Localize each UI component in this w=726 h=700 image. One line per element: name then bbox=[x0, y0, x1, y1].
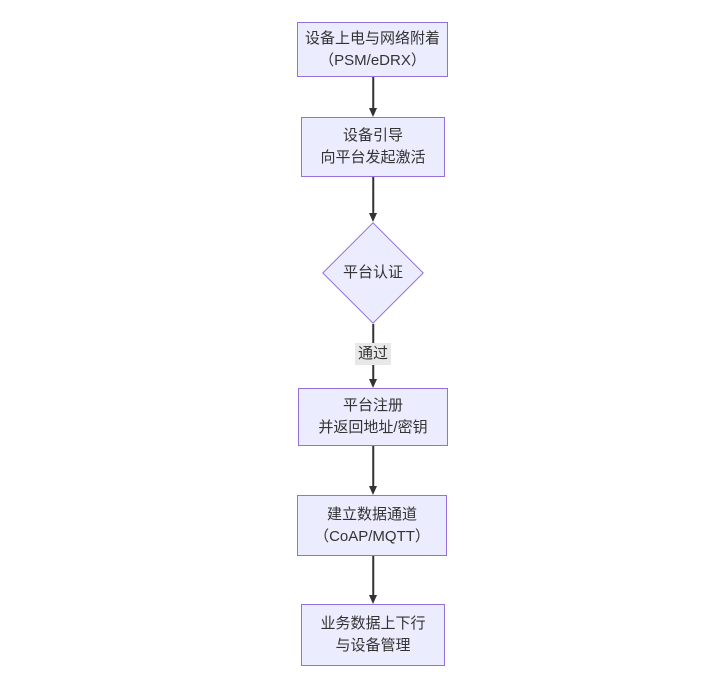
arrow-line bbox=[372, 177, 374, 214]
node-device-power-on: 设备上电与网络附着 （PSM/eDRX） bbox=[297, 22, 448, 77]
decision-platform-auth: 平台认证 bbox=[322, 222, 424, 324]
arrow-bootstrap-to-auth bbox=[368, 177, 378, 222]
arrowhead-icon bbox=[369, 486, 377, 495]
node-text-line: （CoAP/MQTT） bbox=[314, 527, 430, 545]
node-text-line: 平台注册 bbox=[342, 397, 403, 414]
arrowhead-icon bbox=[369, 595, 377, 604]
node-platform-register: 平台注册 并返回地址/密钥 bbox=[298, 388, 448, 446]
arrow-line bbox=[372, 556, 374, 596]
node-text-line: （PSM/eDRX） bbox=[319, 51, 426, 69]
arrow-line bbox=[372, 77, 374, 109]
arrowhead-icon bbox=[369, 108, 377, 117]
arrow-line bbox=[372, 446, 374, 487]
edge-label-pass: 通过 bbox=[354, 343, 392, 365]
node-text-line: 与设备管理 bbox=[335, 637, 411, 654]
node-text-line: 业务数据上下行 bbox=[320, 615, 426, 632]
arrow-power-to-bootstrap bbox=[368, 77, 378, 117]
node-business-data: 业务数据上下行 与设备管理 bbox=[301, 604, 445, 666]
node-device-bootstrap: 设备引导 向平台发起激活 bbox=[301, 117, 445, 177]
node-text-line: 平台认证 bbox=[342, 264, 403, 281]
arrowhead-icon bbox=[369, 379, 377, 388]
node-text-line: 建立数据通道 bbox=[326, 505, 417, 523]
node-text-line: 设备引导 bbox=[342, 127, 403, 144]
node-text-line: 向平台发起激活 bbox=[320, 149, 426, 166]
node-text-line: 设备上电与网络附着 bbox=[304, 29, 440, 47]
arrow-channel-to-business bbox=[368, 556, 378, 604]
arrow-register-to-channel bbox=[368, 446, 378, 495]
node-data-channel: 建立数据通道 （CoAP/MQTT） bbox=[297, 495, 447, 556]
node-text-line: 并返回地址/密钥 bbox=[318, 419, 428, 436]
arrowhead-icon bbox=[369, 213, 377, 222]
